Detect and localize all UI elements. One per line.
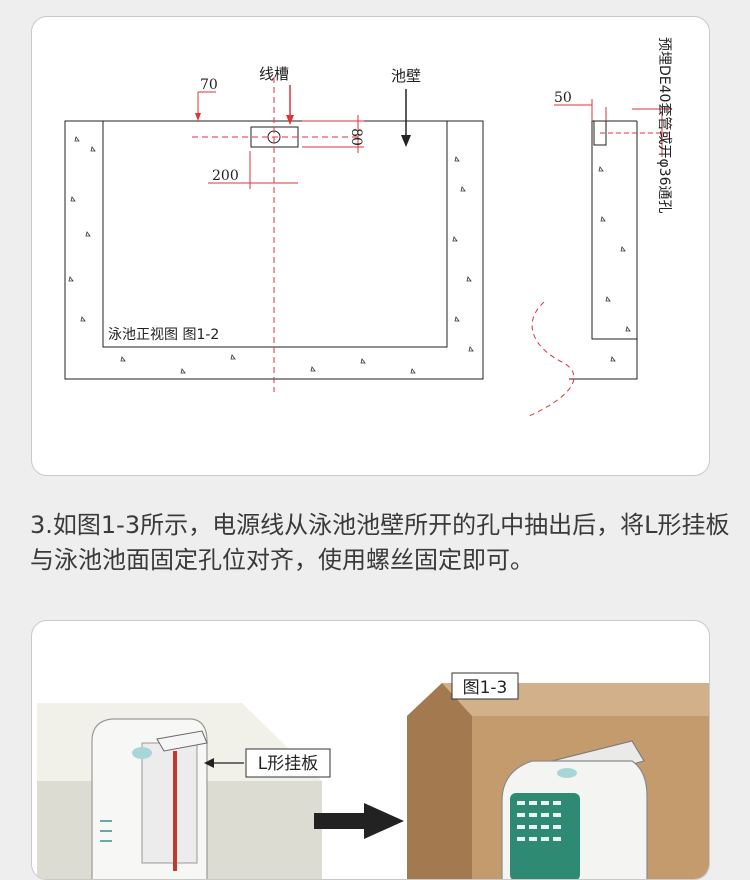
dim-70 xyxy=(197,91,216,115)
dim-80 xyxy=(302,115,364,153)
bracket-label-box xyxy=(245,748,331,778)
label-50: 50 xyxy=(554,90,572,106)
label-bracket: L形挂板 xyxy=(258,754,318,774)
left-heat-pump xyxy=(91,718,208,879)
diagram-card: 70 线槽 池壁 80 200 泳池正视图 图1-2 xyxy=(31,16,710,476)
pool-wall-arrow xyxy=(401,135,411,147)
dim-200 xyxy=(208,151,298,189)
front-panel xyxy=(510,793,580,879)
label-pool-wall: 池壁 xyxy=(391,67,421,85)
pool-front-inner xyxy=(102,120,448,348)
label-figure: 图1-3 xyxy=(463,678,508,698)
front-view-caption: 泳池正视图 图1-2 xyxy=(108,327,219,343)
pool-drawing: 70 线槽 池壁 80 200 泳池正视图 图1-2 xyxy=(64,37,672,418)
cable-slot-arrow xyxy=(286,115,294,125)
pool-side-view xyxy=(569,120,638,380)
transition-arrow xyxy=(314,803,404,839)
l-bracket xyxy=(156,730,208,752)
dim-50 xyxy=(554,99,672,157)
right-heat-pump xyxy=(501,740,648,879)
label-70: 70 xyxy=(200,77,218,93)
label-pipe-note: 预埋DE40套管或开φ36通孔 xyxy=(656,37,672,214)
instruction-text: 3.如图1-3所示，电源线从泳池池壁所开的孔中抽出后，将L形挂板与泳池池面固定孔… xyxy=(30,511,730,574)
figure-label-box xyxy=(451,672,519,700)
install-card: L形挂板 图1-3 xyxy=(31,620,710,880)
label-80: 80 xyxy=(348,128,364,146)
break-line xyxy=(526,301,575,418)
logo-mark xyxy=(132,747,152,759)
install-illustration: L形挂板 图1-3 xyxy=(37,672,709,879)
concrete-texture xyxy=(68,136,631,374)
label-cable-slot: 线槽 xyxy=(259,65,289,83)
label-200: 200 xyxy=(212,168,239,184)
